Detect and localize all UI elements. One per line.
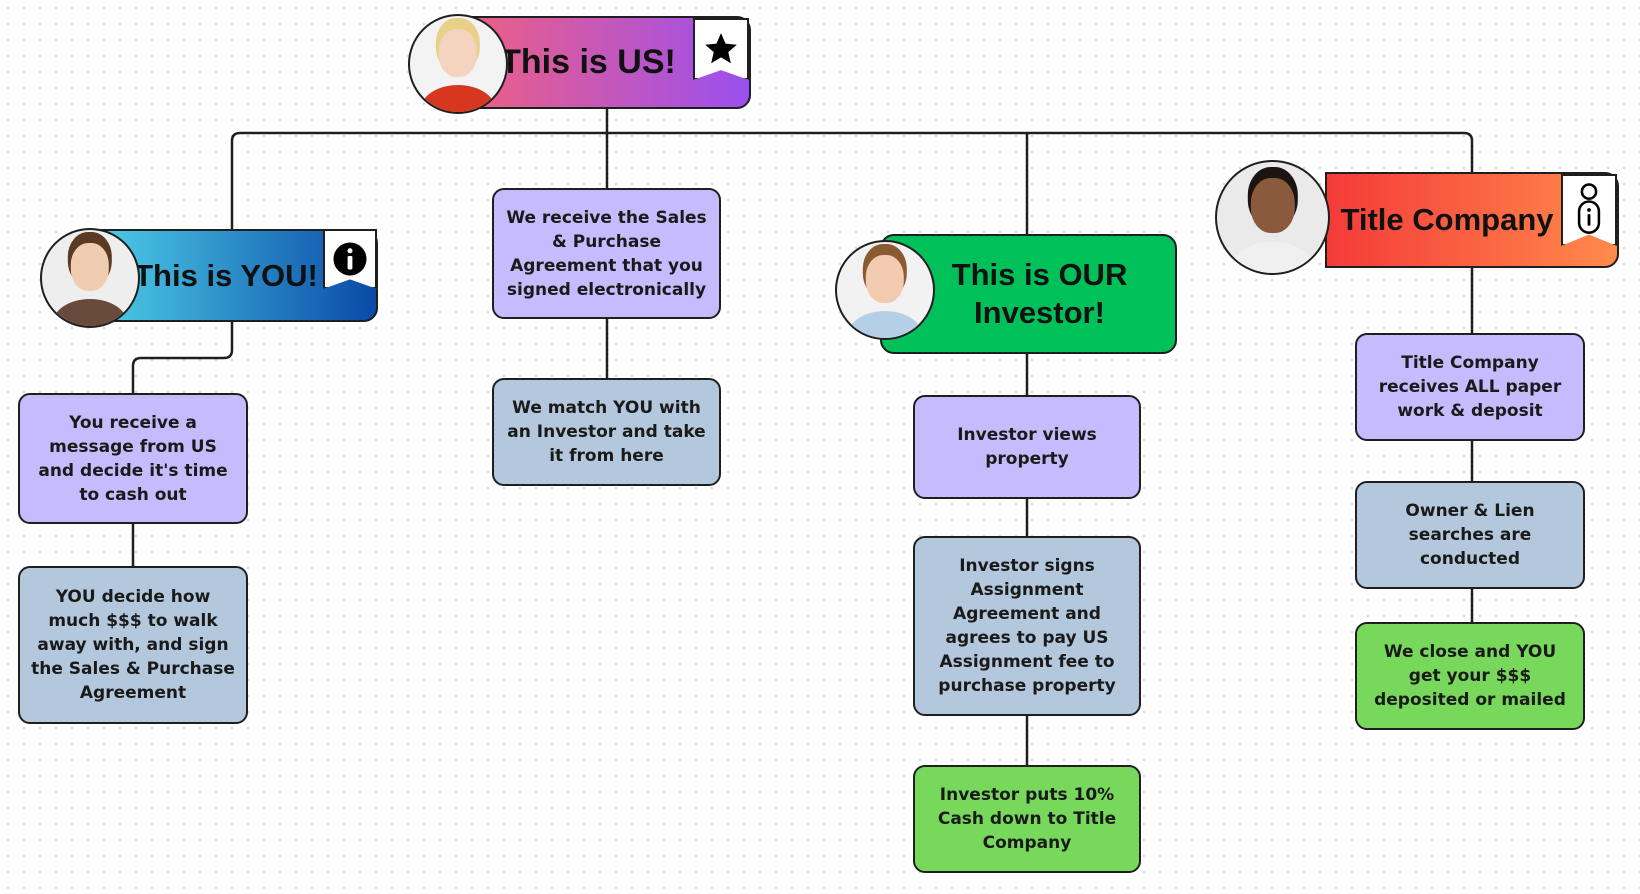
you-header-title: This is YOU! — [134, 257, 318, 293]
us-step-2: We match YOU with an Investor and take i… — [492, 378, 721, 486]
investor-step-3-text: Investor puts 10% Cash down to Title Com… — [937, 785, 1117, 853]
person-info-icon — [1577, 183, 1601, 234]
title-company-step-1: Title Company receives ALL paper work & … — [1355, 333, 1585, 441]
you-badge — [323, 229, 377, 289]
us-header-title: This is US! — [500, 43, 676, 81]
title-company-step-1-text: Title Company receives ALL paper work & … — [1378, 353, 1562, 421]
title-company-step-3-text: We close and YOU get your $$$ deposited … — [1374, 642, 1566, 710]
title-company-avatar — [1215, 160, 1330, 275]
investor-avatar — [835, 240, 935, 340]
connector-top-bus — [230, 131, 1474, 230]
info-icon — [333, 242, 367, 276]
us-avatar — [408, 14, 508, 114]
you-step-2: YOU decide how much $$$ to walk away wit… — [18, 566, 248, 724]
investor-step-2-text: Investor signs Assignment Agreement and … — [938, 556, 1116, 696]
star-icon — [705, 33, 737, 64]
us-step-1-text: We receive the Sales & Purchase Agreemen… — [506, 207, 707, 300]
investor-step-1-text: Investor views property — [957, 425, 1097, 469]
investor-step-1: Investor views property — [913, 395, 1141, 499]
investor-step-3: Investor puts 10% Cash down to Title Com… — [913, 765, 1141, 873]
us-step-2-text: We match YOU with an Investor and take i… — [507, 398, 706, 466]
us-step-1: We receive the Sales & Purchase Agreemen… — [492, 188, 721, 319]
investor-step-2: Investor signs Assignment Agreement and … — [913, 536, 1141, 716]
you-step-1: You receive a message from US and decide… — [18, 393, 248, 524]
title-company-step-2: Owner & Lien searches are conducted — [1355, 481, 1585, 589]
title-company-step-2-text: Owner & Lien searches are conducted — [1405, 501, 1535, 569]
you-avatar — [40, 228, 140, 328]
you-step-2-text: YOU decide how much $$$ to walk away wit… — [31, 587, 235, 703]
investor-header-title: This is OUR Investor! — [951, 257, 1128, 330]
title-company-header-title: Title Company — [1340, 202, 1554, 237]
you-step-1-text: You receive a message from US and decide… — [38, 412, 228, 505]
title-company-step-3: We close and YOU get your $$$ deposited … — [1355, 622, 1585, 730]
connector-you-to-step1 — [131, 320, 234, 393]
